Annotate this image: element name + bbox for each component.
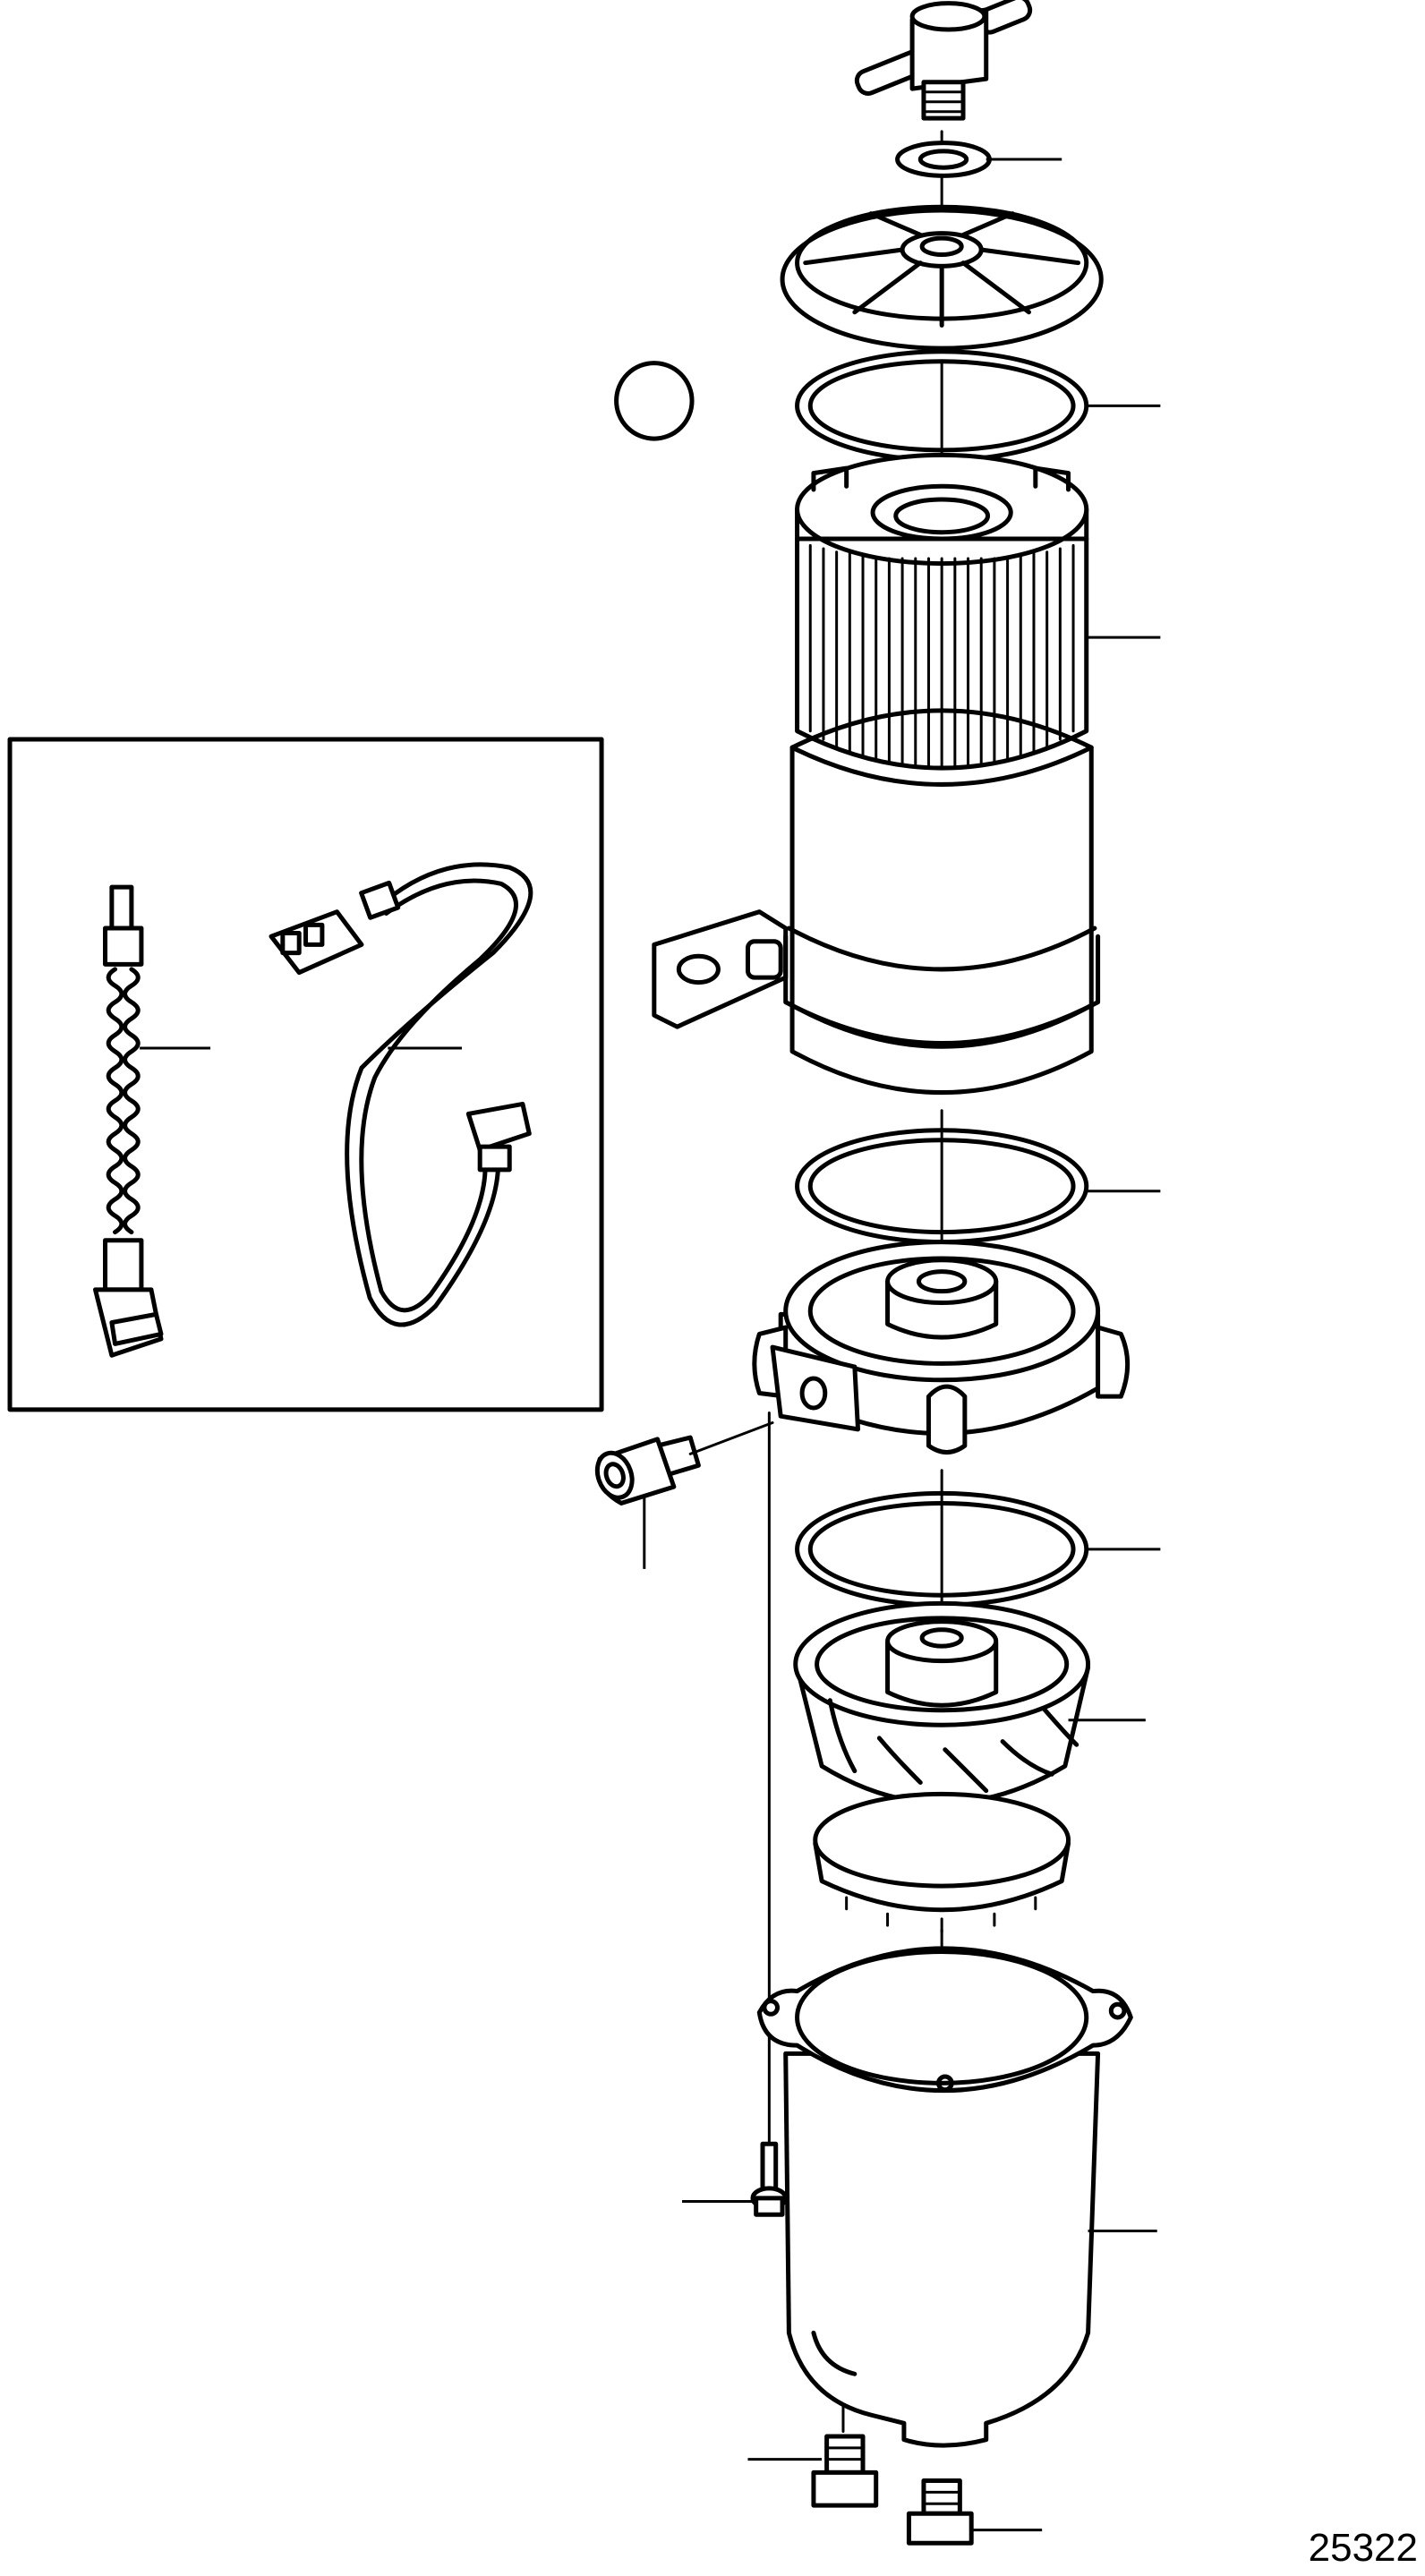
leader-lines [140,159,1160,2530]
water-sensor [96,887,161,1355]
drain-plug-left [814,2436,876,2505]
filter-element [798,455,1087,768]
spoked-cover-plate [782,207,1101,348]
callout-circle [617,363,692,439]
drain-plug-right [909,2481,971,2544]
figure-number: 25322 [1308,2526,1418,2570]
water-bowl [759,1949,1131,2445]
filter-head [755,1242,1128,1453]
bottom-plate [815,1794,1069,1932]
vent-screw [854,0,1033,118]
sealing-washer [898,143,990,176]
fuel-fitting [592,1423,772,1504]
filter-housing [654,711,1098,1093]
swirl-separator [796,1603,1088,1803]
filter-pleats [810,545,1073,765]
wiring-harness [271,865,531,1325]
inset-panel [10,739,602,1410]
housing-screw [753,2144,786,2214]
